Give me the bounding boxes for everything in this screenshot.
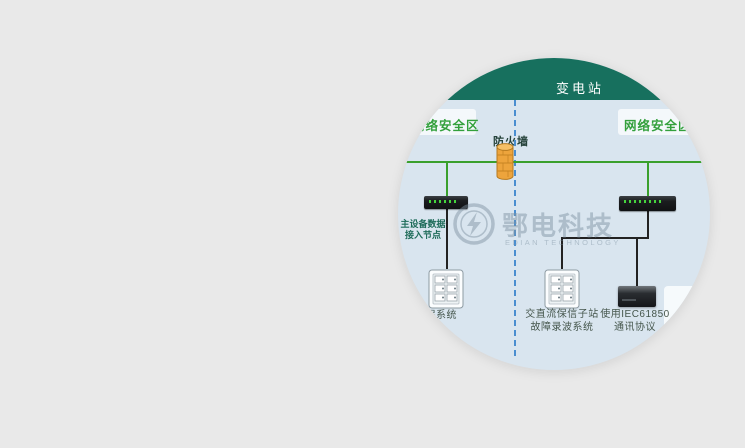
zone-chip-left (398, 109, 476, 135)
downlink-line-left (446, 209, 448, 269)
watermark-brand-text-en: EDIAN TECHNOLOGY (505, 238, 621, 247)
network-switch-icon-left (424, 196, 468, 209)
zone-label-right: 网络安全区 (624, 119, 692, 133)
clipped-panel-right (664, 286, 710, 352)
switch-led-strip (624, 200, 662, 203)
watermark: 鄂电科技 EDIAN TECHNOLOGY (452, 202, 682, 254)
header-band: 变电站 (398, 58, 710, 100)
network-switch-icon-right (619, 196, 676, 211)
uplink-line-right (647, 162, 649, 196)
watermark-logo-icon (453, 203, 495, 245)
system-label-right-line1: 使用IEC61850 (600, 309, 670, 320)
network-bus-line (406, 161, 704, 163)
system-label-middle-line2: 故障录波系统 (530, 322, 594, 333)
uplink-line-left (446, 162, 448, 196)
relay-device-icon-left (428, 269, 464, 309)
drop-line-middle-device (561, 239, 563, 269)
firewall-icon (496, 143, 514, 180)
zone-chip-right (618, 109, 710, 135)
switch-led-strip (429, 200, 458, 203)
zone-label-left: 网络安全区 (412, 119, 480, 133)
system-label-right: 使用IEC61850 通讯协议 (600, 308, 670, 334)
system-label-middle: 交直流保信子站 故障录波系统 (520, 308, 604, 334)
security-zone-divider-line (514, 100, 516, 356)
access-node-label: 主设备数据 接入节点 (398, 219, 448, 241)
system-label-middle-line1: 交直流保信子站 (525, 309, 599, 320)
relay-device-icon-middle (544, 269, 580, 309)
server-box-icon (618, 286, 656, 307)
access-node-line2: 接入节点 (404, 230, 441, 240)
access-node-line1: 主设备数据 (400, 219, 446, 229)
device-bus-line-right (561, 237, 649, 239)
downlink-line-right (647, 211, 649, 239)
header-title: 变电站 (556, 81, 605, 96)
diagram-circle: 变电站 网络安全区 网络安全区 防火墙 (398, 58, 710, 370)
watermark-brand-text: 鄂电科技 (502, 211, 615, 241)
system-label-left: 继保系统 (415, 310, 457, 321)
system-label-right-line2: 通讯协议 (614, 322, 656, 333)
drop-line-server-box (636, 239, 638, 286)
